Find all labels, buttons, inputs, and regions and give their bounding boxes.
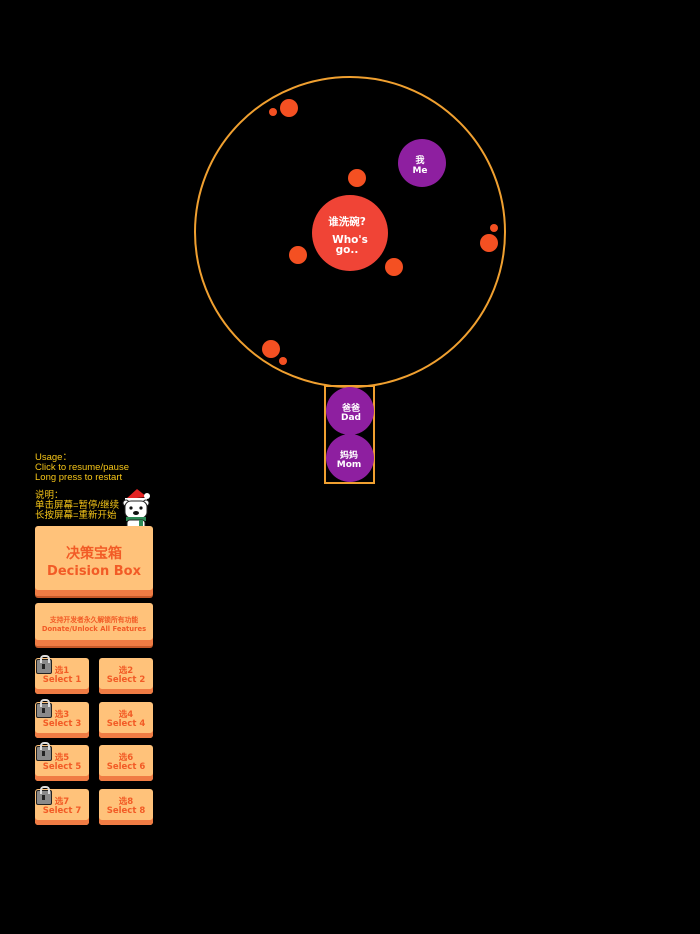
select-zh: 选6 [118, 753, 134, 763]
decision-box-en: Decision Box [47, 564, 141, 579]
select-en: Select 8 [106, 806, 146, 816]
small-ball [490, 224, 498, 232]
chute-ball-zh: 爸爸 [341, 402, 360, 414]
select-en: Select 2 [106, 675, 146, 685]
usage-line: Long press to restart [35, 472, 123, 483]
small-ball [279, 357, 287, 365]
select-zh: 选4 [118, 710, 134, 720]
select-7-button[interactable]: 选7 Select 7 [35, 786, 89, 825]
select-en: Select 4 [106, 719, 146, 729]
select-zh: 选2 [118, 666, 134, 676]
select-8-button[interactable]: 选8 Select 8 [99, 789, 153, 825]
select-zh: 选1 [54, 666, 70, 676]
select-en: Select 1 [42, 675, 82, 685]
chute-ball-circle [326, 387, 374, 435]
person-ball-zh: 我 [415, 154, 424, 166]
select-en: Select 3 [42, 719, 82, 729]
polar-bear-santa-icon [122, 489, 150, 532]
select-zh: 选3 [54, 710, 70, 720]
select-en: Select 5 [42, 762, 82, 772]
lock-icon [36, 742, 52, 761]
select-5-button[interactable]: 选5 Select 5 [35, 742, 89, 781]
select-4-button[interactable]: 选4 Select 4 [99, 702, 153, 738]
chute-ball-en: Dad [341, 413, 361, 423]
chute-ball-en: Mom [337, 460, 362, 470]
center-question-ball[interactable]: 谁洗碗? Who's go.. [312, 195, 388, 271]
chute-ball-circle [326, 434, 374, 482]
lock-icon [36, 699, 52, 718]
chute-ball-dad: 爸爸 Dad [326, 387, 374, 435]
center-ball-subtitle-2: go.. [336, 244, 359, 256]
select-6-button[interactable]: 选6 Select 6 [99, 745, 153, 781]
small-ball [269, 108, 277, 116]
donate-button[interactable]: 支持开发者永久解锁所有功能 Donate/Unlock All Features [35, 603, 153, 646]
select-zh: 选5 [54, 753, 70, 763]
small-ball [480, 234, 498, 252]
chute-ball-zh: 妈妈 [340, 449, 358, 461]
center-ball-title: 谁洗碗? [328, 215, 366, 228]
person-ball-en: Me [412, 166, 427, 176]
lock-icon [36, 786, 52, 805]
select-en: Select 7 [42, 806, 82, 816]
usage-line: 单击屏幕=暂停/继续 [35, 500, 120, 511]
small-balls [262, 99, 498, 365]
select-zh: 选7 [54, 797, 70, 807]
person-ball-circle [398, 139, 446, 187]
chute-ball-mom: 妈妈 Mom [326, 434, 374, 482]
center-ball-subtitle-1: Who's [332, 234, 368, 246]
usage-line: 长按屏幕=重新开始 [35, 510, 117, 521]
donate-en: Donate/Unlock All Features [41, 625, 147, 633]
small-ball [262, 340, 280, 358]
donate-zh: 支持开发者永久解锁所有功能 [49, 616, 139, 624]
usage-line: Usage： [35, 452, 72, 463]
exit-chute [324, 385, 375, 484]
small-ball [289, 246, 307, 264]
select-zh: 选8 [118, 797, 134, 807]
decision-box-button[interactable]: 决策宝箱 Decision Box [35, 526, 153, 596]
select-3-button[interactable]: 选3 Select 3 [35, 699, 89, 738]
usage-line: 说明： [35, 490, 64, 501]
lock-icon [36, 655, 52, 674]
select-1-button[interactable]: 选1 Select 1 [35, 655, 89, 694]
decision-box-zh: 决策宝箱 [66, 546, 122, 562]
small-ball [385, 258, 403, 276]
select-en: Select 6 [106, 762, 146, 772]
person-ball-me: 我 Me [398, 139, 446, 187]
center-ball-circle [312, 195, 388, 271]
usage-instructions: Usage： Click to resume/pause Long press … [35, 453, 129, 521]
small-ball [348, 169, 366, 187]
usage-line: Click to resume/pause [35, 462, 129, 473]
select-2-button[interactable]: 选2 Select 2 [99, 658, 153, 694]
small-ball [280, 99, 298, 117]
